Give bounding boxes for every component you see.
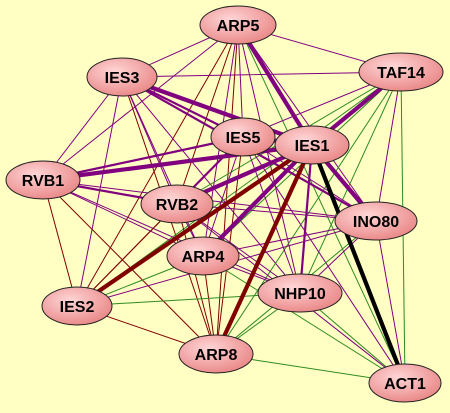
node-ies1[interactable]: IES1 xyxy=(274,125,350,165)
edge-rvb1-ies2 xyxy=(42,179,78,307)
edge-rvb1-nhp10 xyxy=(42,179,301,294)
edge-ies1-rvb1 xyxy=(40,142,315,183)
node-label: ARP5 xyxy=(217,18,260,35)
node-ino80[interactable]: INO80 xyxy=(334,201,418,241)
node-shape xyxy=(86,57,158,97)
node-shape xyxy=(257,273,343,313)
edge-arp5-rvb2 xyxy=(176,24,239,205)
node-arp8[interactable]: ARP8 xyxy=(178,334,254,374)
node-ies5[interactable]: IES5 xyxy=(210,117,276,157)
node-label: IES3 xyxy=(105,70,140,87)
node-shape xyxy=(178,334,254,374)
edge-arp5-ino80 xyxy=(237,24,377,222)
node-label: ACT1 xyxy=(384,376,426,393)
edge-ies5-act1 xyxy=(242,136,406,384)
node-rvb1[interactable]: RVB1 xyxy=(5,160,81,200)
edge-ies3-ies1 xyxy=(119,74,315,148)
node-label: RVB2 xyxy=(156,197,198,214)
node-shape xyxy=(41,286,113,326)
edge-arp5-ies1 xyxy=(235,22,315,148)
edge-arp4-act1 xyxy=(202,255,406,384)
node-ies2[interactable]: IES2 xyxy=(41,286,113,326)
node-shape xyxy=(210,117,276,157)
edge-rvb2-arp8 xyxy=(176,203,217,355)
node-label: ARP4 xyxy=(182,249,225,266)
node-label: TAF14 xyxy=(377,65,425,82)
node-shape xyxy=(274,125,350,165)
edge-arp5-nhp10 xyxy=(237,24,301,294)
node-shape xyxy=(5,160,81,200)
node-label: NHP10 xyxy=(274,286,326,303)
node-shape xyxy=(334,201,418,241)
edge-ies3-ies2 xyxy=(76,76,123,307)
node-shape xyxy=(166,236,240,276)
edge-ies1-ies2 xyxy=(74,142,315,309)
edge-taf14-nhp10 xyxy=(299,71,402,294)
node-shape xyxy=(140,184,214,224)
edge-taf14-ino80 xyxy=(375,71,402,222)
node-nhp10[interactable]: NHP10 xyxy=(257,273,343,313)
edge-ies1-arp4 xyxy=(200,142,315,259)
edge-ies3-taf14 xyxy=(121,71,402,78)
edge-ies5-nhp10 xyxy=(242,136,301,294)
node-rvb2[interactable]: RVB2 xyxy=(140,184,214,224)
node-label: IES2 xyxy=(60,299,95,316)
node-arp4[interactable]: ARP4 xyxy=(166,236,240,276)
node-ies3[interactable]: IES3 xyxy=(86,57,158,97)
edge-ino80-act1 xyxy=(375,220,406,384)
node-act1[interactable]: ACT1 xyxy=(368,363,442,403)
edge-arp5-act1 xyxy=(237,24,406,384)
node-taf14[interactable]: TAF14 xyxy=(358,52,444,92)
edge-ies3-nhp10 xyxy=(121,76,301,294)
node-shape xyxy=(199,5,277,45)
node-label: IES1 xyxy=(295,138,330,155)
node-label: IES5 xyxy=(226,130,261,147)
edge-rvb1-arp8 xyxy=(42,179,217,355)
edge-ies1-act1 xyxy=(309,142,408,386)
edge-arp5-rvb1 xyxy=(42,24,239,181)
node-shape xyxy=(358,52,444,92)
edge-ies1-arp8 xyxy=(213,142,315,357)
node-label: ARP8 xyxy=(195,347,238,364)
edge-ies1-nhp10 xyxy=(298,143,314,295)
node-arp5[interactable]: ARP5 xyxy=(199,5,277,45)
edge-arp5-arp8 xyxy=(215,24,239,355)
node-label: INO80 xyxy=(353,214,399,231)
node-shape xyxy=(368,363,442,403)
node-label: RVB1 xyxy=(22,173,64,190)
